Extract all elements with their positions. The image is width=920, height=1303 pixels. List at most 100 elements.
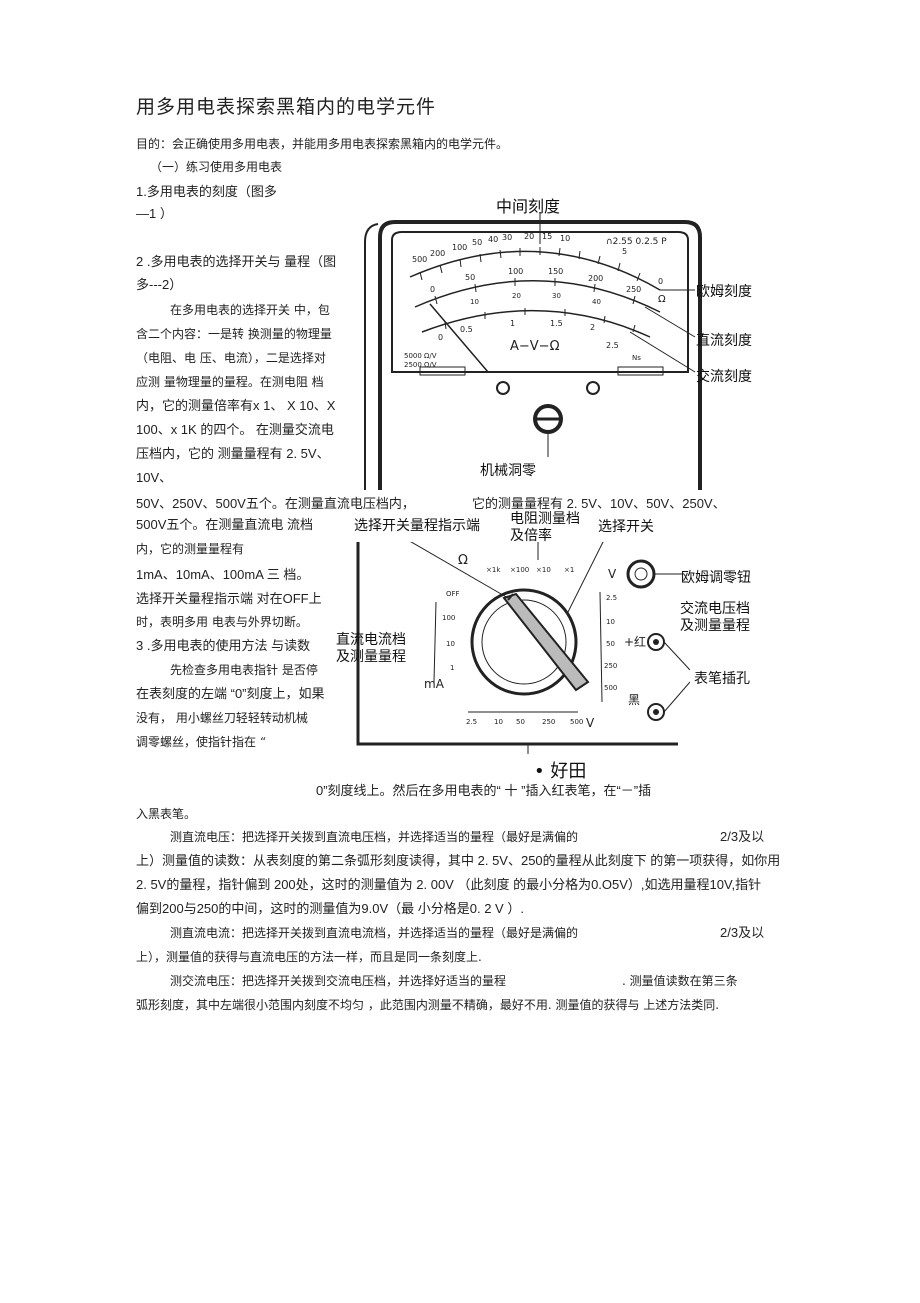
- page-title: 用多用电表探索黑箱内的电学元件: [136, 96, 437, 118]
- off-mark: OFF: [446, 590, 460, 598]
- acv-val: 50: [606, 640, 615, 648]
- dc-tick: 50: [465, 273, 475, 282]
- dc-tick: 200: [588, 274, 603, 283]
- para-line: 没有， 用小螺丝刀轻轻转动机械: [136, 711, 308, 725]
- dc-tick: 150: [548, 267, 563, 276]
- ohm-mult: ×1: [564, 566, 574, 574]
- fig1-ac-scale-label: 交流刻度: [696, 369, 752, 385]
- meter-face-text: A−V−Ω: [510, 339, 560, 354]
- ohm-mult: ×100: [510, 566, 529, 574]
- para-line: 时，表明多用 电表与外界切断。: [136, 615, 308, 629]
- fig2-pointer-label: 选择开关量程指示端: [354, 518, 480, 534]
- section-heading: （一）练习使用多用电表: [150, 160, 283, 174]
- acv-values: 2.5 10 50 250 500: [604, 594, 617, 692]
- dc-tick2: 10: [470, 298, 479, 306]
- dci-line: 测直流电流：把选择开关拨到直流电流档，并选择适当的量程（最好是满偏的: [170, 926, 579, 940]
- meter-needle: [429, 303, 489, 373]
- ohm-tick-labels: 500 200 100 50 40 30 20 15 10 5 0: [412, 232, 663, 286]
- para-line: 入黑表笔。: [136, 807, 197, 821]
- corner-marking: ∩2.55 0.2.5 P: [606, 237, 667, 247]
- ohm-tick: 5: [622, 247, 627, 256]
- spec-2: 2500 Ω/V: [404, 361, 437, 369]
- ohm-tick: 30: [502, 233, 512, 242]
- ohm-mult: ×10: [536, 566, 551, 574]
- dcv-line: 2. 5V的量程，指针偏到 200处，这时的测量值为 2. 00V （此刻度 的…: [136, 877, 762, 892]
- spec-1: 5000 Ω/V: [404, 352, 437, 360]
- screw-right: [586, 381, 600, 395]
- dc-tick2: 30: [552, 292, 561, 300]
- fig1-dc-scale-label: 直流刻度: [696, 333, 752, 349]
- ohm-tick: 10: [560, 234, 570, 243]
- fig2-switch-label: 选择开关: [598, 519, 654, 535]
- para-line: 先检查多用电表指针 是否停: [170, 663, 318, 677]
- para-line: 选择开关量程指示端 对在OFF上: [136, 591, 322, 606]
- ohm-tick: 100: [452, 243, 467, 252]
- purpose-text: 目的：会正确使用多用电表，并能用多用电表探索黑箱内的电学元件。: [136, 137, 509, 151]
- dcv-val: 500: [570, 718, 583, 726]
- meter-body-side: [364, 223, 379, 490]
- ohm-tick: 500: [412, 255, 427, 264]
- para-line: 在多用电表的选择开关 中，包: [170, 303, 330, 317]
- dcv-val: 10: [494, 718, 503, 726]
- dca-values: 100 10 1: [442, 614, 455, 672]
- para-line: 0”刻度线上。然后在多用电表的“ 十 ”插入红表笔，在“－”插: [316, 783, 652, 798]
- dcv-val: 2.5: [466, 718, 477, 726]
- dc-tick2: 40: [592, 298, 601, 306]
- fig1-zero-screw-label: 机械洞零: [480, 463, 536, 479]
- ac-tick: 0.5: [460, 325, 473, 334]
- ac-scale-arc: [421, 310, 651, 338]
- ac-tick: 0: [438, 333, 443, 342]
- para-line: 3 .多用电表的使用方法 与读数: [136, 638, 311, 653]
- para-line: 1mA、10mA、100mA 三 档。: [136, 567, 310, 582]
- scale-window: [391, 231, 689, 373]
- acv-line: 测交流电压：把选择开关拨到交流电压档，并选择好适当的量程: [170, 974, 507, 988]
- dcv-line: 2/3及以: [720, 829, 765, 844]
- scale-ticks: [419, 247, 641, 333]
- fig1-middle-scale-label: 中间刻度: [496, 197, 561, 216]
- ohm-zero-knob: [626, 559, 656, 589]
- para-line: 压档内，它的 测量量程有 2. 5V、: [136, 446, 330, 461]
- para-line: （电阻、电 压、电流），二是选择对: [136, 351, 326, 365]
- para-line: 调零螺丝，使指针指在 “: [136, 735, 266, 749]
- fig2-ohm-range-label-2: 及倍率: [510, 528, 552, 544]
- omega-mark: Ω: [658, 294, 666, 305]
- fig2-ohm-range-label: 电阻测量档: [510, 511, 580, 527]
- ohm-tick: 0: [658, 277, 663, 286]
- dca-val: 10: [446, 640, 455, 648]
- selector-switch-figure: Ω V mA V OFF ×1k ×100 ×10 ×1 2.5 10 50 2…: [356, 542, 690, 754]
- ohm-mult: ×1k: [486, 566, 501, 574]
- dca-val: 100: [442, 614, 455, 622]
- para-line: 应测 量物理量的量程。在测电阻 档: [136, 375, 324, 389]
- ohm-symbol: Ω: [458, 553, 468, 568]
- dcv-line: 偏到200与250的中间，这时的测量值为9.0V（最 小分格是0. 2 V ）.: [136, 901, 524, 916]
- dca-val: 1: [450, 664, 454, 672]
- ohm-scale-arc: [409, 250, 661, 291]
- v-symbol: V: [608, 567, 617, 581]
- item1-line2: —1 ）: [136, 206, 173, 221]
- panel-outline: [356, 542, 678, 746]
- para-line: 500V五个。在测量直流电 流档: [136, 517, 313, 532]
- fig2-caption: • 好田: [534, 761, 587, 782]
- acv-line: 弧形刻度，其中左端很小范围内刻度不均匀 ，此范围内测量不精确，最好不用. 测量值…: [136, 998, 720, 1012]
- fig2-acv-label: 交流电压档: [680, 601, 750, 617]
- para-line: 内，它的测量量程有: [136, 542, 245, 556]
- acv-line: . 测量值读数在第三条: [622, 974, 738, 988]
- acv-val: 250: [604, 662, 617, 670]
- dcv-line: 上）测量值的读数：从表刻度的第二条弧形刻度读得，其中 2. 5V、250的量程从…: [136, 853, 781, 868]
- fig2-acv-label-2: 及测量量程: [680, 618, 750, 634]
- ohm-tick: 20: [524, 232, 534, 241]
- para-line: 10V、: [136, 470, 173, 485]
- ns-mark: Ns: [632, 354, 641, 362]
- black-label: 黑: [628, 693, 640, 707]
- dc-tick: 250: [626, 285, 641, 294]
- dci-line: 上），测量值的获得与直流电压的方法一样，而且是同一条刻度上.: [136, 950, 482, 964]
- para-line: 50V、250V、500V五个。在测量直流电压档内，: [136, 496, 415, 511]
- ohm-tick: 15: [542, 232, 552, 241]
- selector-dial: [470, 588, 578, 696]
- ohm-tick: 200: [430, 249, 445, 258]
- item2-line2: 多---2）: [136, 277, 183, 292]
- item2-line1: 2 .多用电表的选择开关与 量程（图: [136, 254, 337, 269]
- fig2-jack-label: 表笔插孔: [694, 671, 750, 687]
- para-line: 100、x 1K 的四个。 在测量交流电: [136, 422, 334, 437]
- fig2-dca-label: 直流电流档: [336, 632, 406, 648]
